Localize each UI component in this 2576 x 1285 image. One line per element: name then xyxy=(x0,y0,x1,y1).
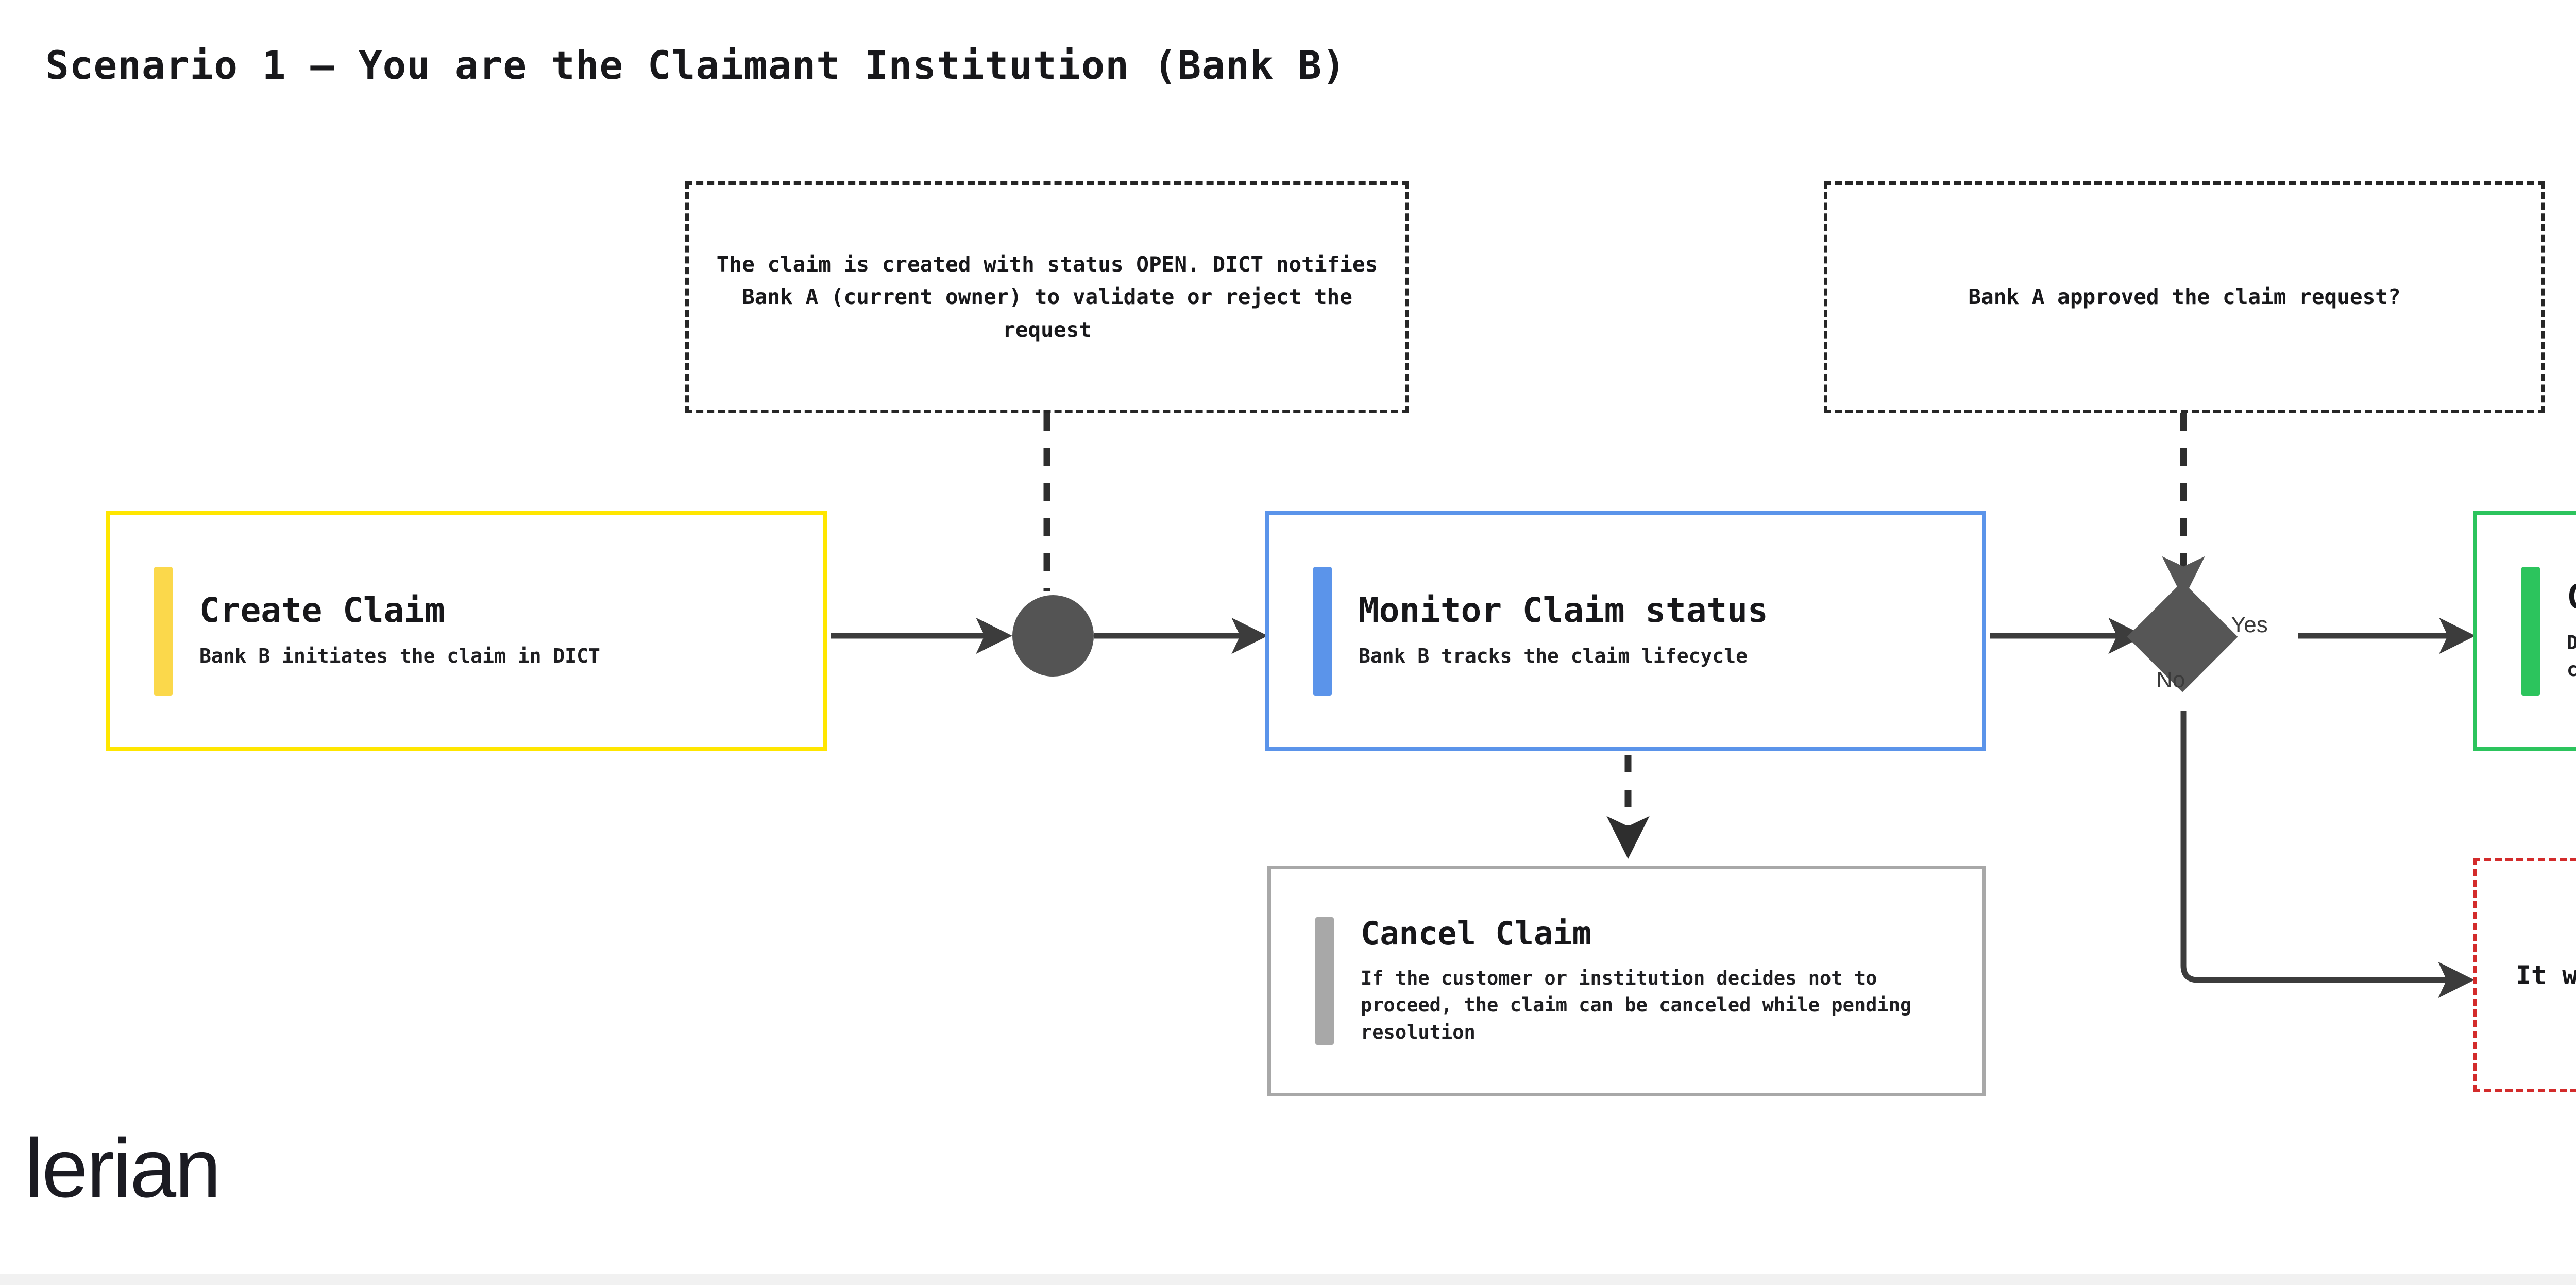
note-bank-a-approval-question: Bank A approved the claim request? xyxy=(1824,181,2545,413)
note-bank-a-approval-question-text: Bank A approved the claim request? xyxy=(1968,284,2401,310)
edge-decision-no-to-failure xyxy=(2180,711,2475,999)
create-claim-content: Create Claim Bank B initiates the claim … xyxy=(199,591,802,671)
cancel-claim-title: Cancel Claim xyxy=(1361,915,1591,953)
create-claim-accent-bar xyxy=(154,566,173,696)
complete-claim-accent-bar xyxy=(2521,566,2540,696)
monitor-claim-title: Monitor Claim status xyxy=(1359,590,1768,630)
cancel-claim-content: Cancel Claim If the customer or institut… xyxy=(1361,916,1962,1046)
monitor-claim-accent-bar xyxy=(1313,566,1332,696)
note-open-status-text: The claim is created with status OPEN. D… xyxy=(716,251,1378,342)
cancel-claim-accent-bar xyxy=(1315,917,1334,1045)
create-claim-title: Create Claim xyxy=(199,590,445,630)
create-claim-description: Bank B initiates the claim in DICT xyxy=(199,645,600,668)
node-complete-claim[interactable]: Complete Claim DICT finalizes the proces… xyxy=(2473,511,2576,751)
complete-claim-content: Complete Claim DICT finalizes the proces… xyxy=(2567,578,2576,684)
brand-logo-lerian: lerian xyxy=(25,1122,221,1215)
complete-claim-title: Complete Claim xyxy=(2567,578,2576,616)
page-bottom-strip xyxy=(0,1274,2576,1285)
page-title: Scenario 1 – You are the Claimant Instit… xyxy=(45,42,1346,88)
complete-claim-description: DICT finalizes the process and synchroni… xyxy=(2567,631,2576,681)
failure-terminal-text: It was not possible to complete the clai… xyxy=(2515,960,2576,990)
monitor-claim-content: Monitor Claim status Bank B tracks the c… xyxy=(1359,591,1961,671)
node-monitor-claim-status[interactable]: Monitor Claim status Bank B tracks the c… xyxy=(1265,511,1986,751)
edge-label-yes: Yes xyxy=(2231,612,2268,637)
note-open-status: The claim is created with status OPEN. D… xyxy=(685,181,1409,413)
node-create-claim[interactable]: Create Claim Bank B initiates the claim … xyxy=(106,511,827,751)
node-failure-terminal: It was not possible to complete the clai… xyxy=(2473,858,2576,1092)
junction-circle-node[interactable] xyxy=(1012,595,1094,677)
node-cancel-claim[interactable]: Cancel Claim If the customer or institut… xyxy=(1267,866,1986,1096)
monitor-claim-description: Bank B tracks the claim lifecycle xyxy=(1359,645,1748,668)
cancel-claim-description: If the customer or institution decides n… xyxy=(1361,967,1912,1043)
edge-label-no: No xyxy=(2156,667,2185,692)
